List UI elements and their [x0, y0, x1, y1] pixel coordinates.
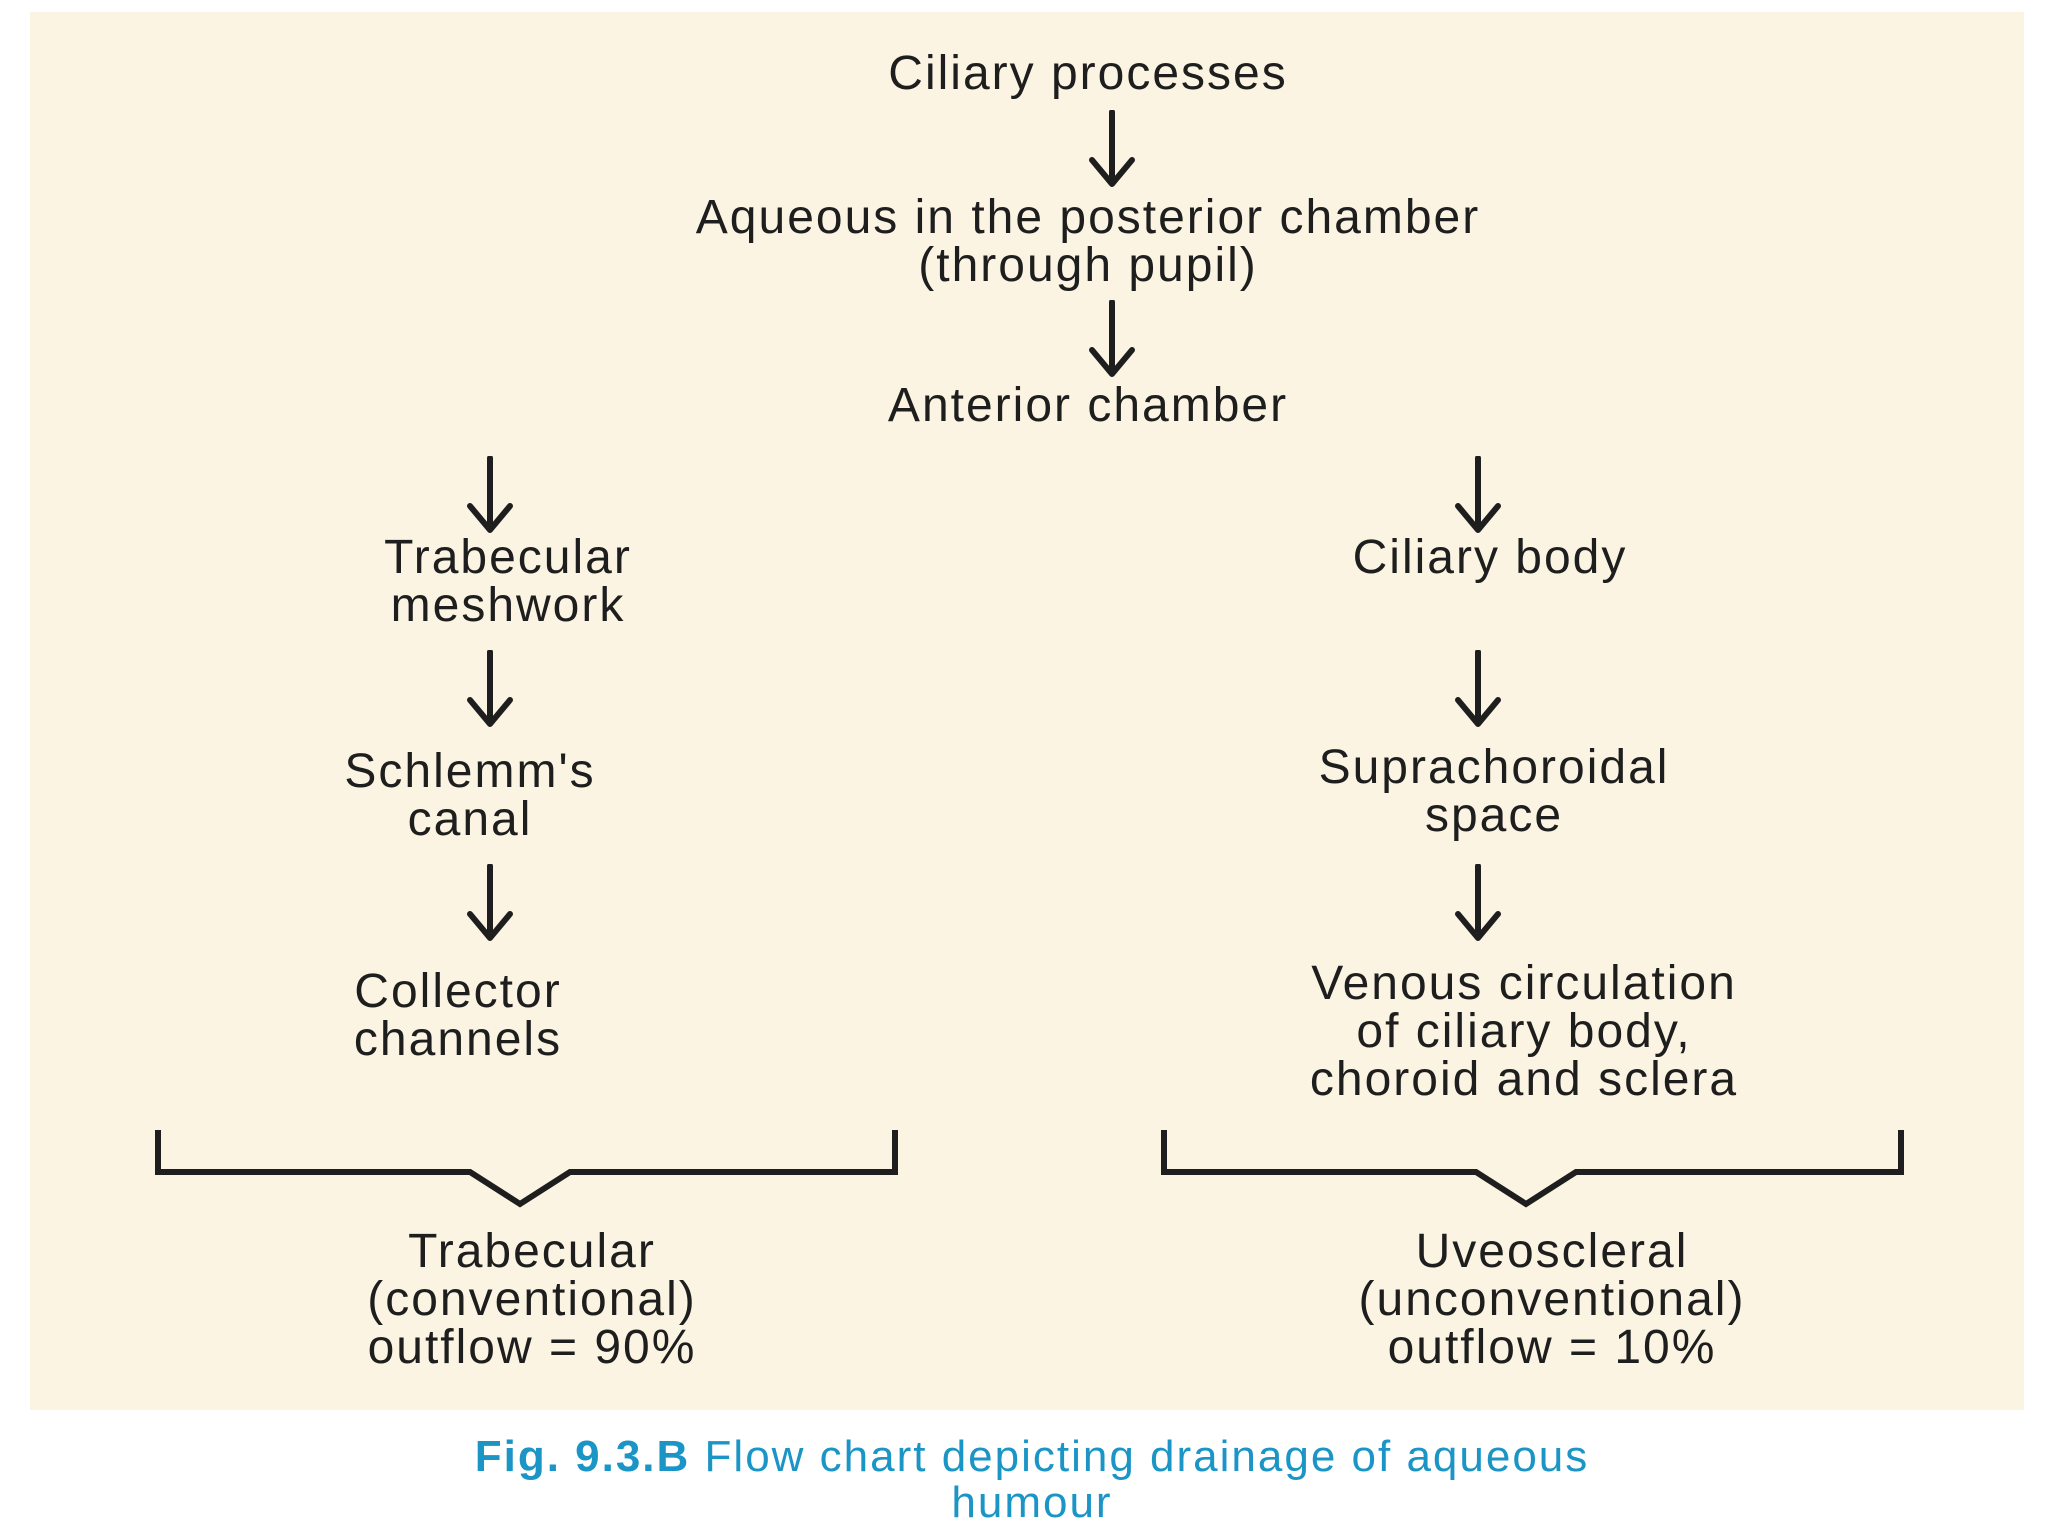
caption-line-2: humour [951, 1478, 1113, 1527]
node-anterior-chamber: Anterior chamber [887, 379, 1289, 432]
arrow-down-icon [467, 456, 513, 533]
caption-text: Flow chart depicting drainage of aqueous [704, 1432, 1590, 1481]
arrow-down-icon [467, 650, 513, 727]
right-brace-bracket [1161, 1130, 1904, 1208]
arrow-down-icon [467, 864, 513, 941]
left-brace-bracket [155, 1130, 898, 1208]
node-posterior-chamber: Aqueous in the posterior chamber (throug… [695, 191, 1481, 292]
node-trabecular-meshwork: Trabecular meshwork [384, 531, 632, 632]
node-ciliary-processes: Ciliary processes [888, 47, 1288, 100]
node-venous-circulation: Venous circulation of ciliary body, chor… [1309, 957, 1739, 1106]
outcome-uveoscleral-outflow: Uveoscleral (unconventional) outflow = 1… [1358, 1225, 1746, 1374]
arrow-down-icon [1089, 110, 1135, 187]
figure-caption: Fig. 9.3.B Flow chart depicting drainage… [475, 1434, 1590, 1526]
node-suprachoroidal-space: Suprachoroidal space [1318, 741, 1670, 842]
arrow-down-icon [1455, 864, 1501, 941]
caption-line-1: Fig. 9.3.B Flow chart depicting drainage… [475, 1434, 1590, 1480]
node-collector-channels: Collector channels [353, 965, 563, 1066]
flowchart-panel [30, 12, 2024, 1410]
arrow-down-icon [1455, 650, 1501, 727]
arrow-down-icon [1455, 456, 1501, 533]
figure-label: Fig. 9.3.B [474, 1432, 691, 1481]
outcome-trabecular-outflow: Trabecular (conventional) outflow = 90% [367, 1225, 697, 1374]
node-schlemms-canal: Schlemm's canal [344, 745, 596, 846]
node-ciliary-body: Ciliary body [1352, 531, 1628, 584]
arrow-down-icon [1089, 300, 1135, 377]
